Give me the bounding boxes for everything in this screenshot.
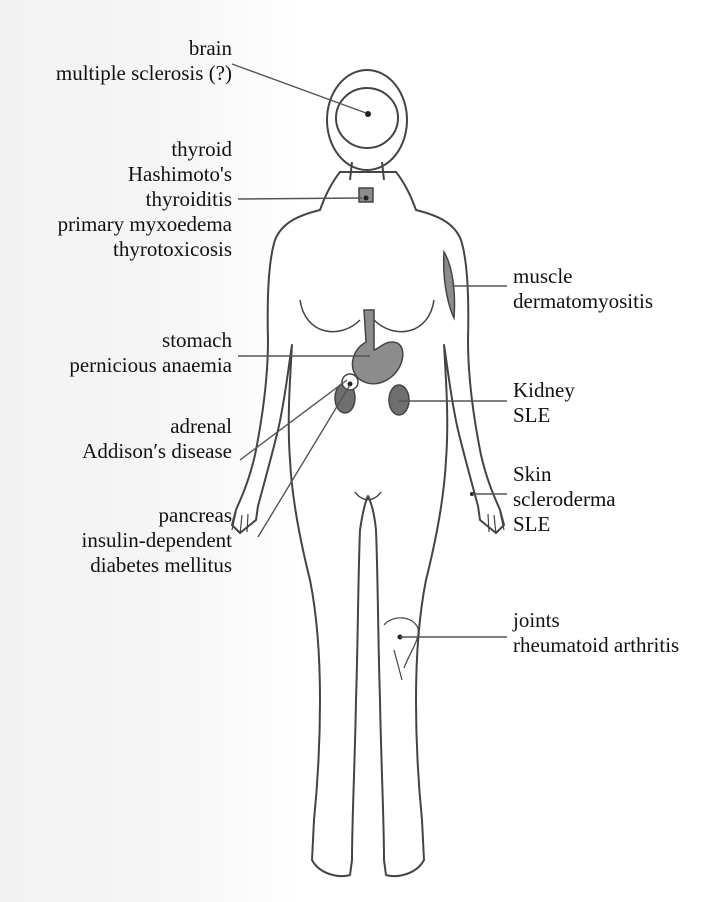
brain-organ-name: brain [56,36,232,61]
brain-label: brain multiple sclerosis (?) [56,36,232,86]
skin-disease-1: scleroderma [513,487,616,512]
thyroid-disease-1: Hashimoto's [58,162,232,187]
stomach-disease: pernicious anaemia [69,353,232,378]
joints-organ-name: joints [513,608,679,633]
kidney-disease: SLE [513,403,575,428]
brain-organ [336,88,398,148]
thyroid-organ-name: thyroid [58,137,232,162]
stomach-label: stomach pernicious anaemia [69,328,232,378]
adrenal-organ-name: adrenal [82,414,232,439]
kidney-right-organ [389,385,409,415]
thyroid-disease-3: primary myxoedema [58,212,232,237]
adrenal-label: adrenal Addison′s disease [82,414,232,464]
brain-disease: multiple sclerosis (?) [56,61,232,86]
brain-dot [365,111,371,117]
kidney-label: Kidney SLE [513,378,575,428]
joints-disease: rheumatoid arthritis [513,633,679,658]
pancreas-label: pancreas insulin-dependent diabetes mell… [82,503,232,578]
pancreas-disease-2: diabetes mellitus [82,553,232,578]
pancreas-organ-name: pancreas [82,503,232,528]
skin-organ-name: Skin [513,462,616,487]
pancreas-disease-1: insulin-dependent [82,528,232,553]
thyroid-leader [238,198,362,199]
adrenal-disease: Addison′s disease [82,439,232,464]
thyroid-disease-4: thyrotoxicosis [58,237,232,262]
thyroid-label: thyroid Hashimoto's thyroiditis primary … [58,137,232,262]
thyroid-dot [364,196,369,201]
skin-disease-2: SLE [513,512,616,537]
joints-label: joints rheumatoid arthritis [513,608,679,658]
muscle-disease: dermatomyositis [513,289,653,314]
skin-label: Skin scleroderma SLE [513,462,616,537]
stomach-organ-name: stomach [69,328,232,353]
kidney-organ-name: Kidney [513,378,575,403]
muscle-label: muscle dermatomyositis [513,264,653,314]
thyroid-disease-2: thyroiditis [58,187,232,212]
muscle-organ-name: muscle [513,264,653,289]
